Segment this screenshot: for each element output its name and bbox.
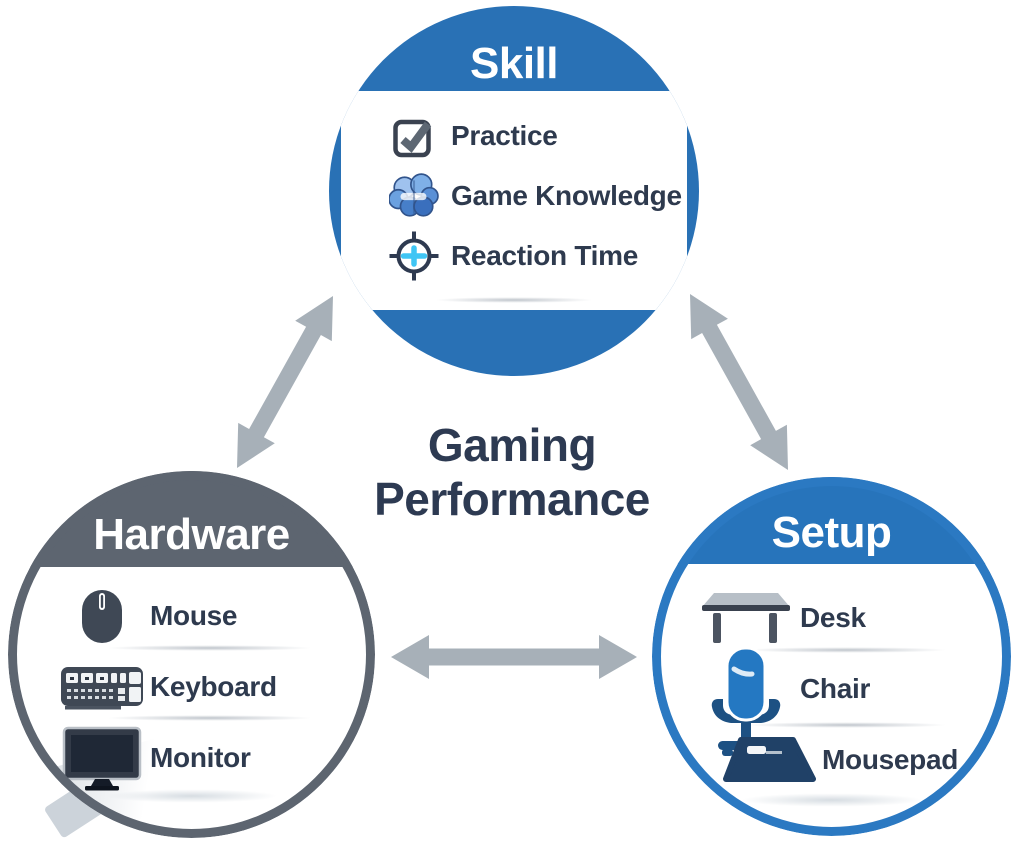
- mouse-icon: [56, 586, 148, 646]
- item-label: Chair: [800, 672, 871, 704]
- list-item: Mousepad: [696, 724, 1011, 795]
- skill-node-title: Skill: [470, 39, 559, 88]
- list-item: Reaction Time: [385, 226, 687, 286]
- list-item: Game Knowledge: [385, 166, 687, 226]
- arrow-skill-hardware: [237, 296, 333, 468]
- item-label: Mousepad: [822, 743, 959, 775]
- list-item: Practice: [385, 106, 687, 166]
- item-label: Game Knowledge: [451, 180, 682, 211]
- diagram-title: Gaming Performance: [374, 419, 650, 525]
- row-divider: [68, 644, 351, 652]
- setup-node-title: Setup: [771, 508, 892, 557]
- item-label: Reaction Time: [451, 240, 638, 271]
- list-item: Chair: [696, 646, 1011, 756]
- hardware-node-title: Hardware: [93, 510, 290, 559]
- list-item: Desk: [696, 582, 1011, 653]
- skill-panel: Practice: [341, 91, 687, 310]
- setup-node: Setup Desk: [652, 477, 1011, 836]
- skill-node: Skill Practice: [329, 6, 699, 376]
- hardware-header: Hardware: [8, 471, 375, 567]
- skill-panel-shadow: [405, 296, 623, 304]
- row-divider: [708, 646, 985, 654]
- list-item: Monitor: [56, 722, 375, 793]
- item-label: Monitor: [150, 741, 251, 773]
- crosshair-icon: [385, 229, 443, 283]
- arrow-hardware-setup: [391, 635, 637, 679]
- floor-shadow: [78, 787, 305, 805]
- chair-icon: [696, 619, 796, 759]
- list-item: Keyboard: [56, 651, 375, 722]
- monitor-icon: [56, 725, 148, 791]
- keyboard-icon: [56, 663, 148, 711]
- desk-icon: [696, 589, 796, 647]
- floor-shadow: [712, 791, 951, 809]
- brain-icon: [385, 173, 443, 219]
- row-divider: [68, 714, 351, 722]
- list-item: Mouse: [56, 580, 375, 651]
- item-label: Mouse: [150, 599, 238, 631]
- arrow-skill-setup: [690, 294, 788, 470]
- item-label: Desk: [800, 601, 866, 633]
- mousepad-icon: [696, 736, 818, 784]
- checkbox-icon: [385, 113, 443, 159]
- hardware-node: Hardware Mouse: [8, 471, 375, 838]
- item-label: Practice: [451, 120, 558, 151]
- setup-header: Setup: [652, 477, 1011, 564]
- row-divider: [708, 721, 985, 729]
- item-label: Keyboard: [150, 670, 277, 702]
